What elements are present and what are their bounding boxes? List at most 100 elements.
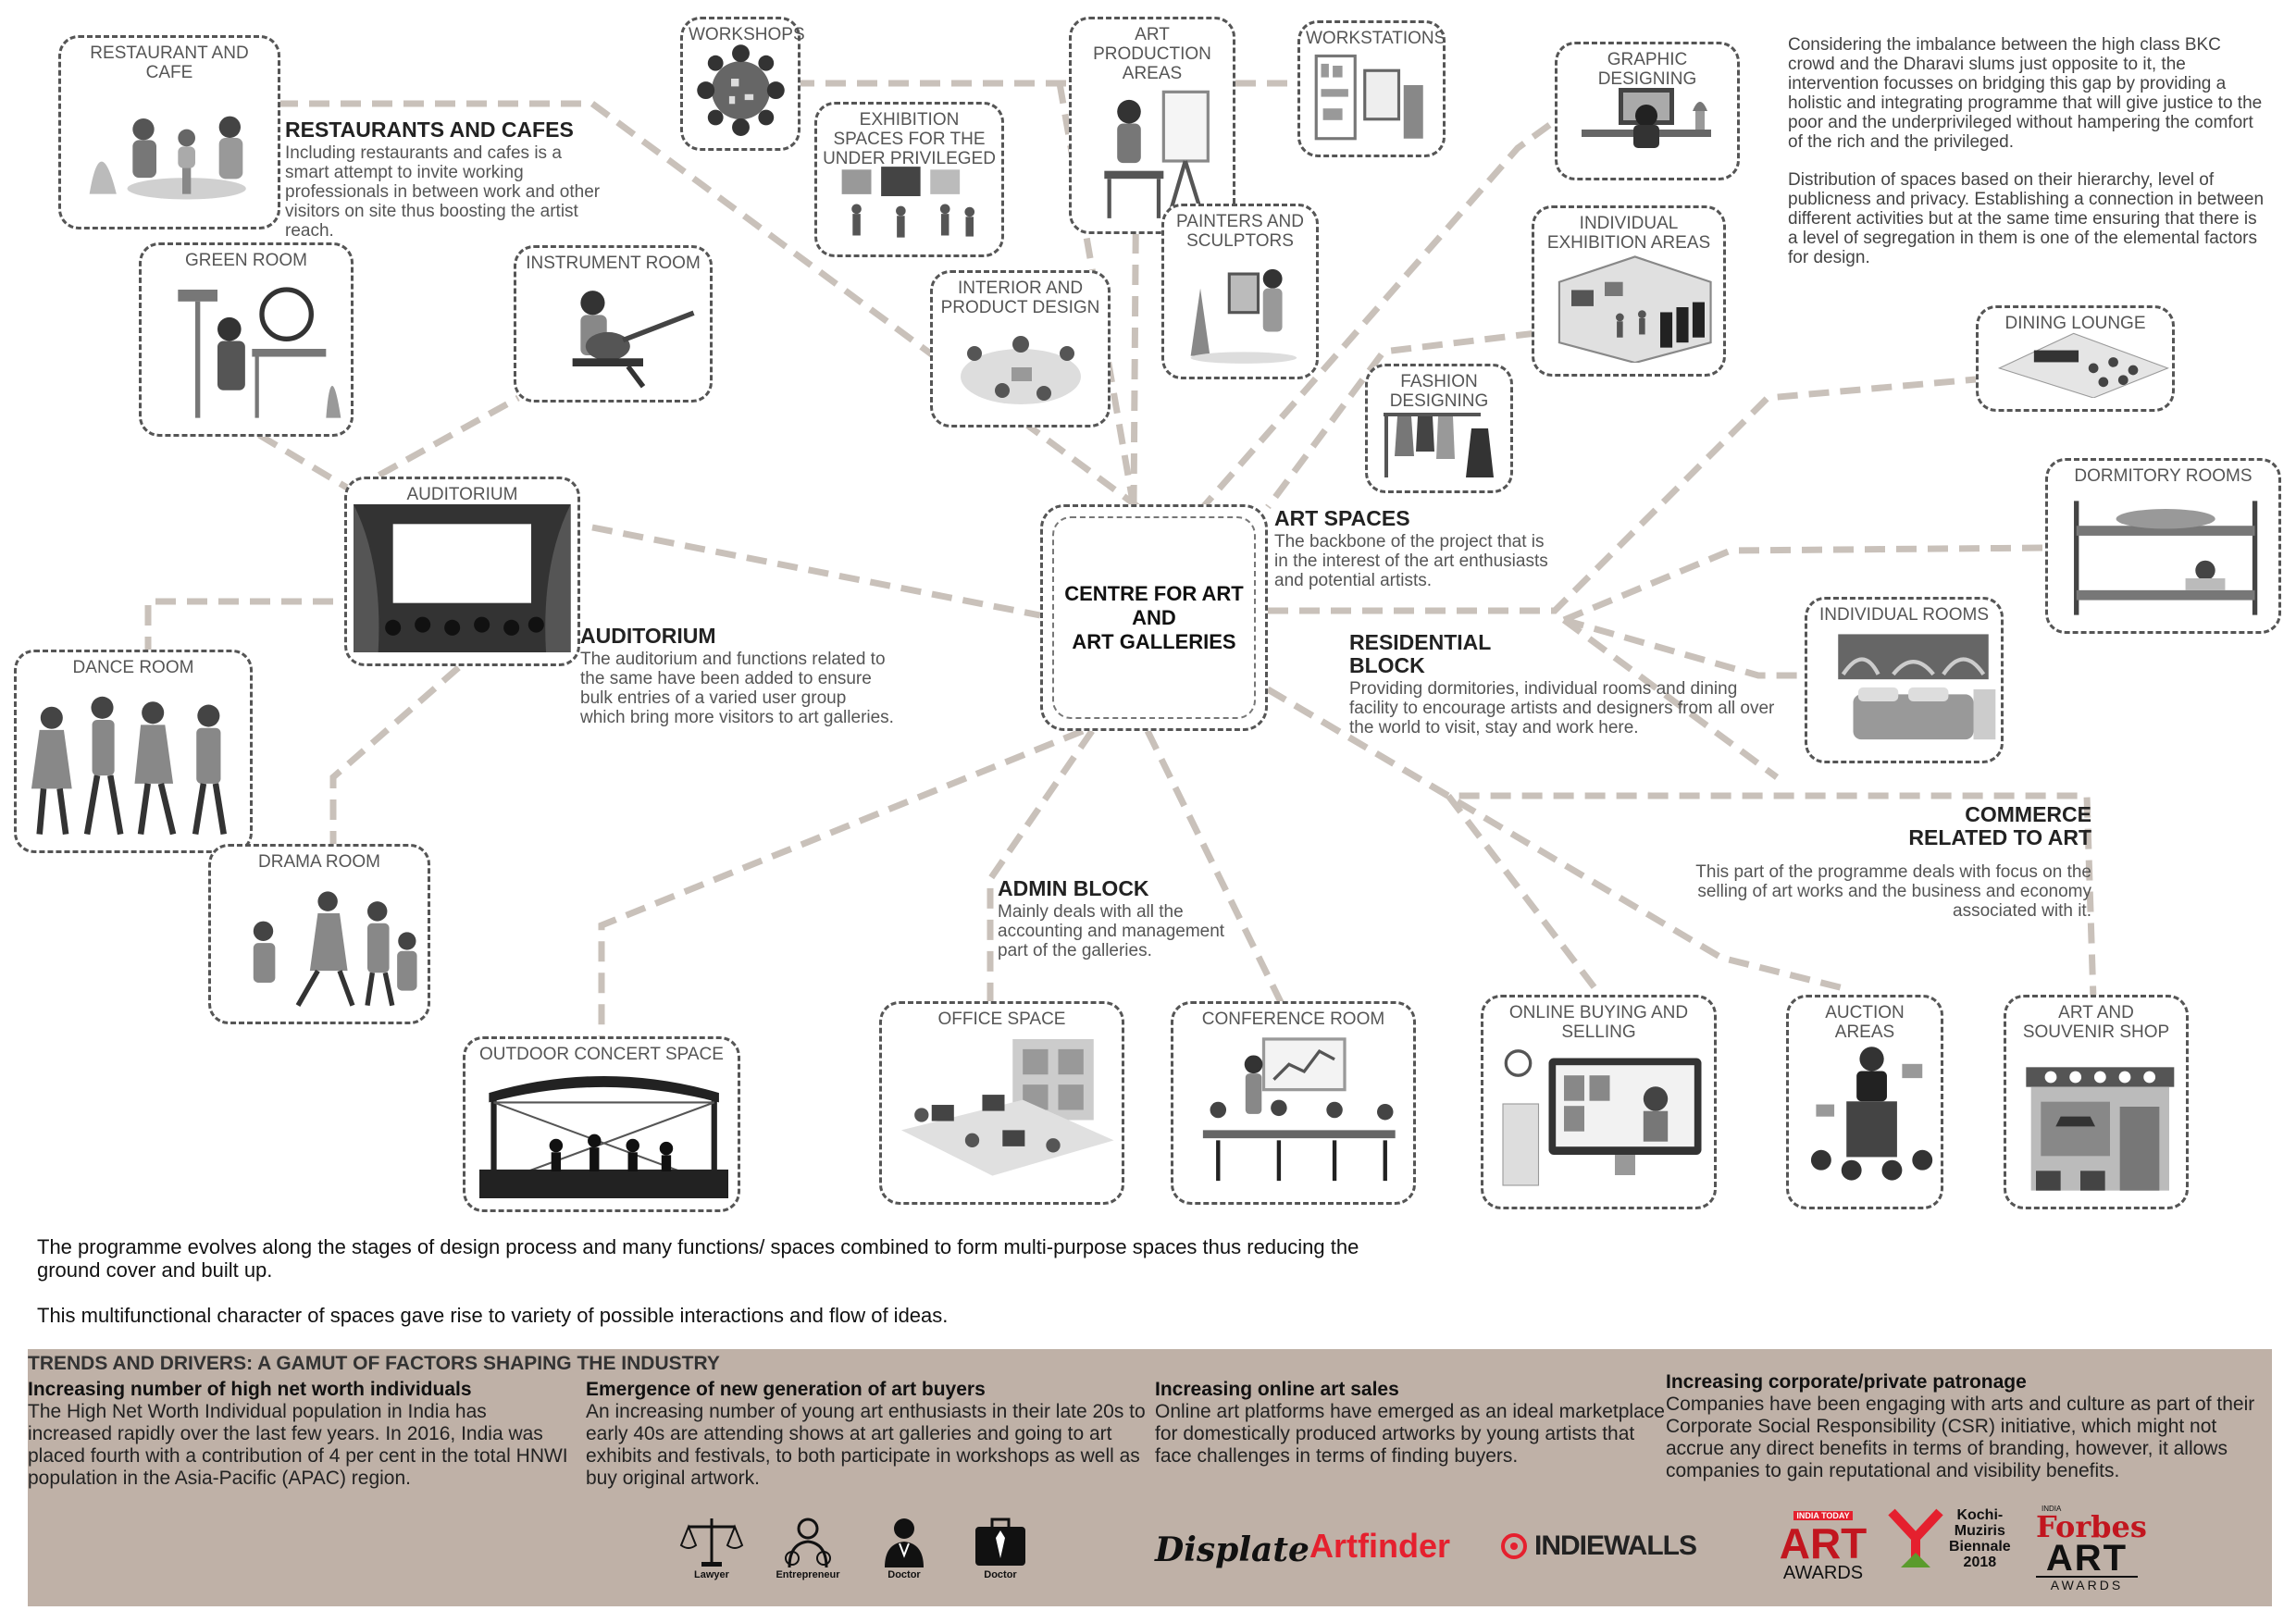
trend-col-patronage: Increasing corporate/private patronage C… xyxy=(1666,1371,2258,1482)
desc-title: AUDITORIUM xyxy=(580,624,716,648)
centre-title: CENTRE FOR ART AND ART GALLERIES xyxy=(1064,581,1244,653)
forbes-india-art-awards-logo: INDIA Forbes ART AWARDS xyxy=(2036,1505,2147,1592)
node-label: GREEN ROOM xyxy=(185,251,307,270)
node-online-buying-and-selling: ONLINE BUYING AND SELLING xyxy=(1481,995,1717,1209)
profession-entrepreneur: Entrepreneur xyxy=(772,1514,844,1580)
workshop-table-icon xyxy=(697,44,785,136)
trend-text: Companies have been engaging with arts a… xyxy=(1666,1394,2255,1481)
desc-title: RESIDENTIAL BLOCK xyxy=(1349,630,1491,677)
online-shop-monitor-icon xyxy=(1502,1049,1702,1186)
node-label: ART PRODUCTION AREAS xyxy=(1093,25,1211,83)
restaurant-illustration-icon xyxy=(89,116,246,200)
profession-lawyer: Lawyer xyxy=(676,1514,748,1580)
office-desks-icon xyxy=(901,1038,1114,1176)
node-fashion-designing: FASHION DESIGNING xyxy=(1365,364,1513,493)
trend-text: The High Net Worth Individual population… xyxy=(28,1401,568,1489)
dancers-icon xyxy=(31,696,228,836)
desc-title: RESTAURANTS AND CAFES xyxy=(285,118,574,142)
node-painters-and-sculptors: PAINTERS AND SCULPTORS xyxy=(1161,204,1319,379)
intro-paragraph-1: Considering the imbalance between the hi… xyxy=(1788,35,2263,152)
kochi-label: Kochi- Muziris Biennale 2018 xyxy=(1949,1507,2011,1570)
workstation-shelves-icon xyxy=(1314,54,1424,141)
artfinder-logo: Artfinder xyxy=(1309,1527,1450,1565)
node-label: RESTAURANT AND CAFE xyxy=(90,43,249,82)
cinema-screen-icon xyxy=(354,504,572,652)
clothes-rack-icon xyxy=(1384,413,1495,477)
desc-restaurants: RESTAURANTS AND CAFES Including restaura… xyxy=(285,118,604,242)
node-individual-rooms: INDIVIDUAL ROOMS xyxy=(1805,597,2004,763)
desc-text: This part of the programme deals with fo… xyxy=(1695,862,2091,921)
centre-node: CENTRE FOR ART AND ART GALLERIES xyxy=(1040,504,1268,731)
computer-desk-icon xyxy=(1581,88,1711,148)
guitar-player-icon xyxy=(572,291,695,389)
node-label: INTERIOR AND PRODUCT DESIGN xyxy=(940,279,1100,317)
profession-label: Lawyer xyxy=(694,1569,729,1580)
node-drama-room: DRAMA ROOM xyxy=(208,844,430,1024)
displate-logo: Displate xyxy=(1155,1530,1309,1569)
trends-title: TRENDS AND DRIVERS: A GAMUT OF FACTORS S… xyxy=(28,1353,720,1374)
storefront-icon xyxy=(2025,1067,2174,1191)
node-dance-room: DANCE ROOM xyxy=(14,650,253,853)
node-graphic-designing: GRAPHIC DESIGNING xyxy=(1555,42,1740,180)
desc-title: ADMIN BLOCK xyxy=(998,876,1149,900)
interior-designers-icon xyxy=(961,336,1082,404)
trends-panel: TRENDS AND DRIVERS: A GAMUT OF FACTORS S… xyxy=(28,1349,2272,1606)
dressing-mirror-icon xyxy=(178,287,341,418)
trend-heading: Increasing corporate/private patronage xyxy=(1666,1371,2027,1393)
trend-text: An increasing number of young art enthus… xyxy=(586,1401,1146,1489)
desc-title: COMMERCE RELATED TO ART xyxy=(1908,802,2091,849)
node-green-room: GREEN ROOM xyxy=(139,242,354,437)
node-restaurant-and-cafe: RESTAURANT AND CAFE xyxy=(58,35,280,229)
hotel-room-icon xyxy=(1837,634,1996,740)
node-instrument-room: INSTRUMENT ROOM xyxy=(514,245,713,403)
trend-col-hnwi: Increasing number of high net worth indi… xyxy=(28,1379,574,1490)
intro-text: Considering the imbalance between the hi… xyxy=(1788,35,2269,286)
node-label: AUCTION AREAS xyxy=(1825,1003,1905,1042)
drama-actors-icon xyxy=(253,891,417,1007)
desc-text: Providing dormitories, individual rooms … xyxy=(1349,679,1775,737)
node-dining-lounge: DINING LOUNGE xyxy=(1976,305,2175,412)
profession-label: Doctor xyxy=(887,1569,921,1580)
sculptor-icon xyxy=(1190,268,1297,364)
node-label: CONFERENCE ROOM xyxy=(1201,1010,1385,1029)
meeting-presentation-icon xyxy=(1203,1037,1396,1182)
node-label: EXHIBITION SPACES FOR THE UNDER PRIVILEG… xyxy=(823,110,996,168)
profession-label: Entrepreneur xyxy=(776,1569,840,1580)
forbes-india-label: INDIA xyxy=(2042,1505,2062,1513)
node-interior-and-product-design: INTERIOR AND PRODUCT DESIGN xyxy=(930,270,1111,427)
node-conference-room: CONFERENCE ROOM xyxy=(1171,1001,1416,1205)
summary-paragraph-1: The programme evolves along the stages o… xyxy=(37,1235,1359,1282)
trend-col-new-buyers: Emergence of new generation of art buyer… xyxy=(586,1379,1160,1490)
node-label: WORKSHOPS xyxy=(689,25,805,44)
scales-of-justice-icon xyxy=(679,1518,744,1567)
node-workstations: WORKSTATIONS xyxy=(1297,20,1446,157)
node-auction-areas: AUCTION AREAS xyxy=(1786,995,1943,1209)
concert-stage-icon xyxy=(478,1075,728,1198)
desc-admin: ADMIN BLOCK Mainly deals with all the ac… xyxy=(998,876,1257,961)
forbes-awards-label: AWARDS xyxy=(2036,1576,2138,1592)
trend-heading: Emergence of new generation of art buyer… xyxy=(586,1379,986,1400)
desc-commerce: COMMERCE RELATED TO ART This part of the… xyxy=(1680,802,2091,922)
art-label: ART xyxy=(1779,1519,1868,1567)
painter-at-easel-icon xyxy=(1104,90,1210,219)
exhibition-visitors-icon xyxy=(841,167,974,238)
node-label: DANCE ROOM xyxy=(72,658,194,677)
desc-auditorium: AUDITORIUM The auditorium and functions … xyxy=(580,624,895,728)
node-label: GRAPHIC DESIGNING xyxy=(1597,50,1697,89)
node-label: DORMITORY ROOMS xyxy=(2074,466,2253,486)
node-label: AUDITORIUM xyxy=(406,485,518,504)
india-today-art-awards-logo: INDIA TODAY ART AWARDS xyxy=(1772,1506,1874,1582)
briefcase-tie-icon xyxy=(975,1518,1025,1566)
awards-label: AWARDS xyxy=(1782,1563,1864,1583)
indiewalls-label: INDIEWALLS xyxy=(1534,1530,1697,1561)
trend-heading: Increasing number of high net worth indi… xyxy=(28,1379,472,1400)
desc-title: ART SPACES xyxy=(1274,506,1410,530)
kochi-muziris-biennale-logo: Kochi- Muziris Biennale 2018 xyxy=(1888,1506,2011,1571)
node-label: FASHION DESIGNING xyxy=(1389,372,1489,411)
biennale-y-mark-icon xyxy=(1888,1508,1943,1567)
indiewalls-mark-icon xyxy=(1501,1533,1527,1559)
forbes-label: Forbes xyxy=(2036,1509,2147,1544)
node-office-space: OFFICE SPACE xyxy=(879,1001,1124,1205)
indiewalls-logo: INDIEWALLS xyxy=(1499,1530,1697,1562)
